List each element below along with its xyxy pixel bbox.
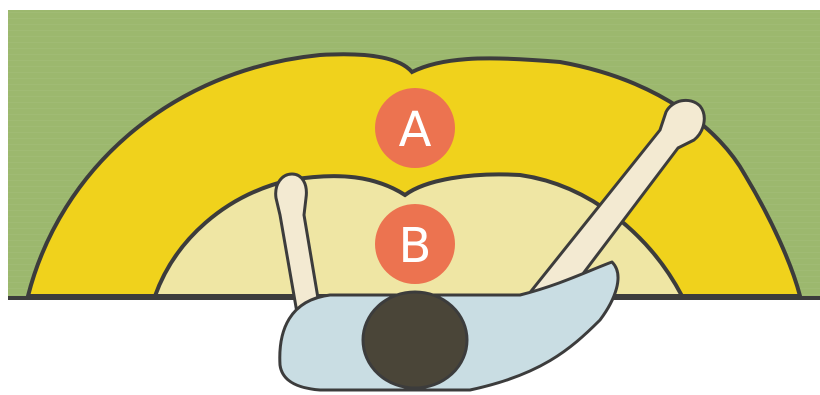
zone-b-label: B	[399, 218, 432, 274]
head-hair	[363, 292, 467, 388]
zone-a-label: A	[399, 102, 432, 158]
